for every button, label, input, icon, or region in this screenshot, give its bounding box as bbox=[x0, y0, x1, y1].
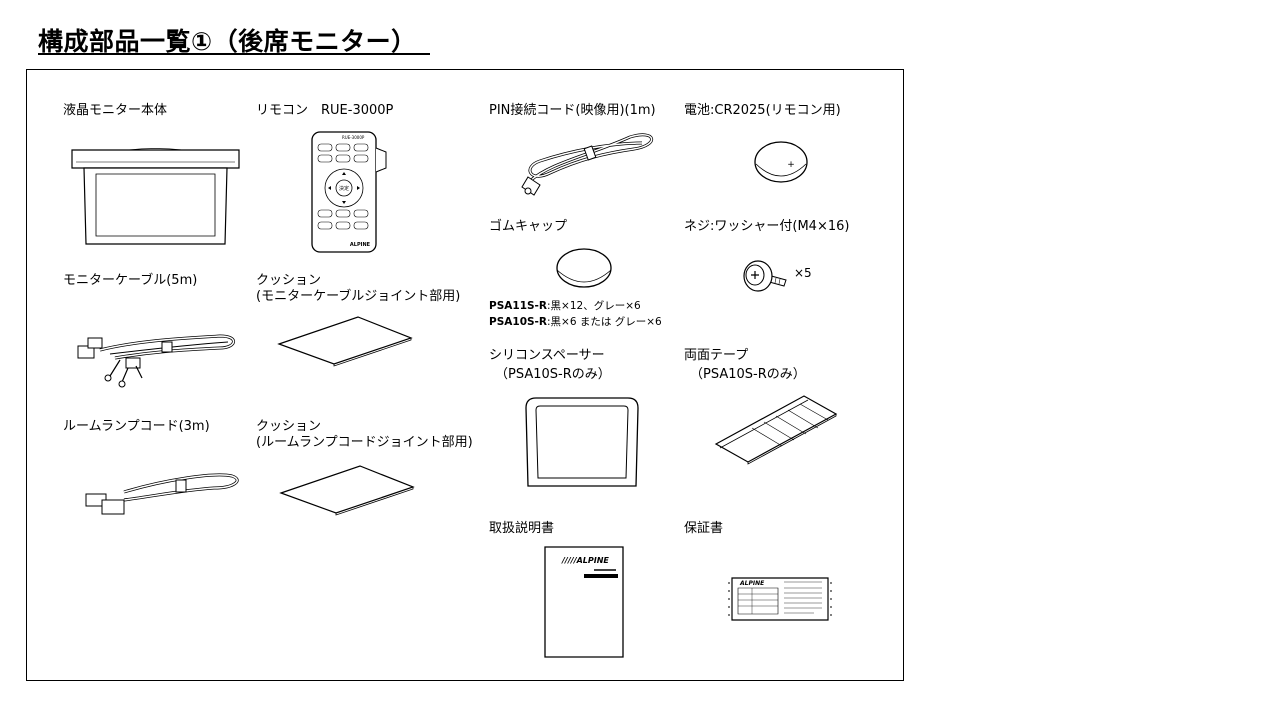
psa11-model: PSA11S-R bbox=[489, 300, 548, 312]
pin-cord-label: PIN接続コード(映像用)(1m) bbox=[489, 103, 656, 118]
manual-illustration: /////ALPINE bbox=[544, 546, 626, 660]
monitor-illustration bbox=[68, 146, 243, 246]
manual-brand-print: /////ALPINE bbox=[561, 556, 609, 565]
monitor-label: 液晶モニター本体 bbox=[63, 103, 168, 118]
screw-quantity: ×5 bbox=[794, 266, 812, 280]
silicon-spacer-label-line2: （PSA10S-Rのみ） bbox=[495, 367, 611, 382]
cushion-1-label-line1: クッション bbox=[256, 273, 322, 288]
parts-frame bbox=[26, 69, 904, 681]
battery-illustration: + bbox=[752, 138, 810, 186]
remote-label: リモコン RUE-3000P bbox=[256, 103, 394, 118]
monitor-cable-label: モニターケーブル(5m) bbox=[63, 273, 198, 288]
tape-label-line1: 両面テープ bbox=[684, 348, 749, 363]
rubber-cap-note-psa11: PSA11S-R:黒×12、グレー×6 bbox=[489, 299, 641, 313]
cushion-2-illustration bbox=[278, 463, 416, 515]
title-underline bbox=[38, 53, 430, 55]
cushion-2-label-line2: (ルームランプコードジョイント部用) bbox=[256, 435, 473, 450]
remote-illustration: RUE-3000P 決定 ALPINE bbox=[304, 128, 396, 256]
screw-label: ネジ:ワッシャー付(M4×16) bbox=[684, 219, 850, 234]
silicon-spacer-label-line1: シリコンスペーサー bbox=[489, 348, 605, 363]
battery-plus-mark: + bbox=[787, 160, 795, 170]
page-title: 構成部品一覧①（後席モニター） bbox=[38, 27, 417, 56]
cushion-1-illustration bbox=[276, 314, 414, 366]
room-lamp-cord-illustration bbox=[84, 466, 240, 518]
rubber-cap-label: ゴムキャップ bbox=[489, 219, 568, 234]
screw-illustration bbox=[740, 254, 792, 296]
psa10-model: PSA10S-R bbox=[489, 316, 548, 328]
silicon-spacer-illustration bbox=[520, 394, 644, 492]
remote-brand-print: ALPINE bbox=[350, 242, 371, 248]
cushion-1-label-line2: (モニターケーブルジョイント部用) bbox=[256, 289, 461, 304]
warranty-label: 保証書 bbox=[684, 521, 724, 536]
pin-cord-illustration bbox=[510, 125, 660, 195]
warranty-brand-print: ALPINE bbox=[739, 580, 765, 587]
tape-illustration bbox=[712, 392, 840, 466]
room-lamp-cord-label: ルームランプコード(3m) bbox=[63, 419, 210, 434]
warranty-illustration: ALPINE bbox=[730, 576, 832, 622]
rubber-cap-note-psa10: PSA10S-R:黒×6 または グレー×6 bbox=[489, 315, 662, 329]
remote-model-print: RUE-3000P bbox=[342, 135, 365, 140]
cushion-2-label-line1: クッション bbox=[256, 419, 322, 434]
tape-label-line2: （PSA10S-Rのみ） bbox=[690, 367, 806, 382]
monitor-cable-illustration bbox=[70, 318, 240, 388]
manual-label: 取扱説明書 bbox=[489, 521, 555, 536]
psa11-quantity: :黒×12、グレー×6 bbox=[547, 300, 641, 312]
battery-label: 電池:CR2025(リモコン用) bbox=[684, 103, 841, 118]
psa10-quantity: :黒×6 または グレー×6 bbox=[547, 316, 662, 328]
rubber-cap-illustration bbox=[554, 246, 614, 292]
remote-enter-button: 決定 bbox=[339, 185, 349, 192]
